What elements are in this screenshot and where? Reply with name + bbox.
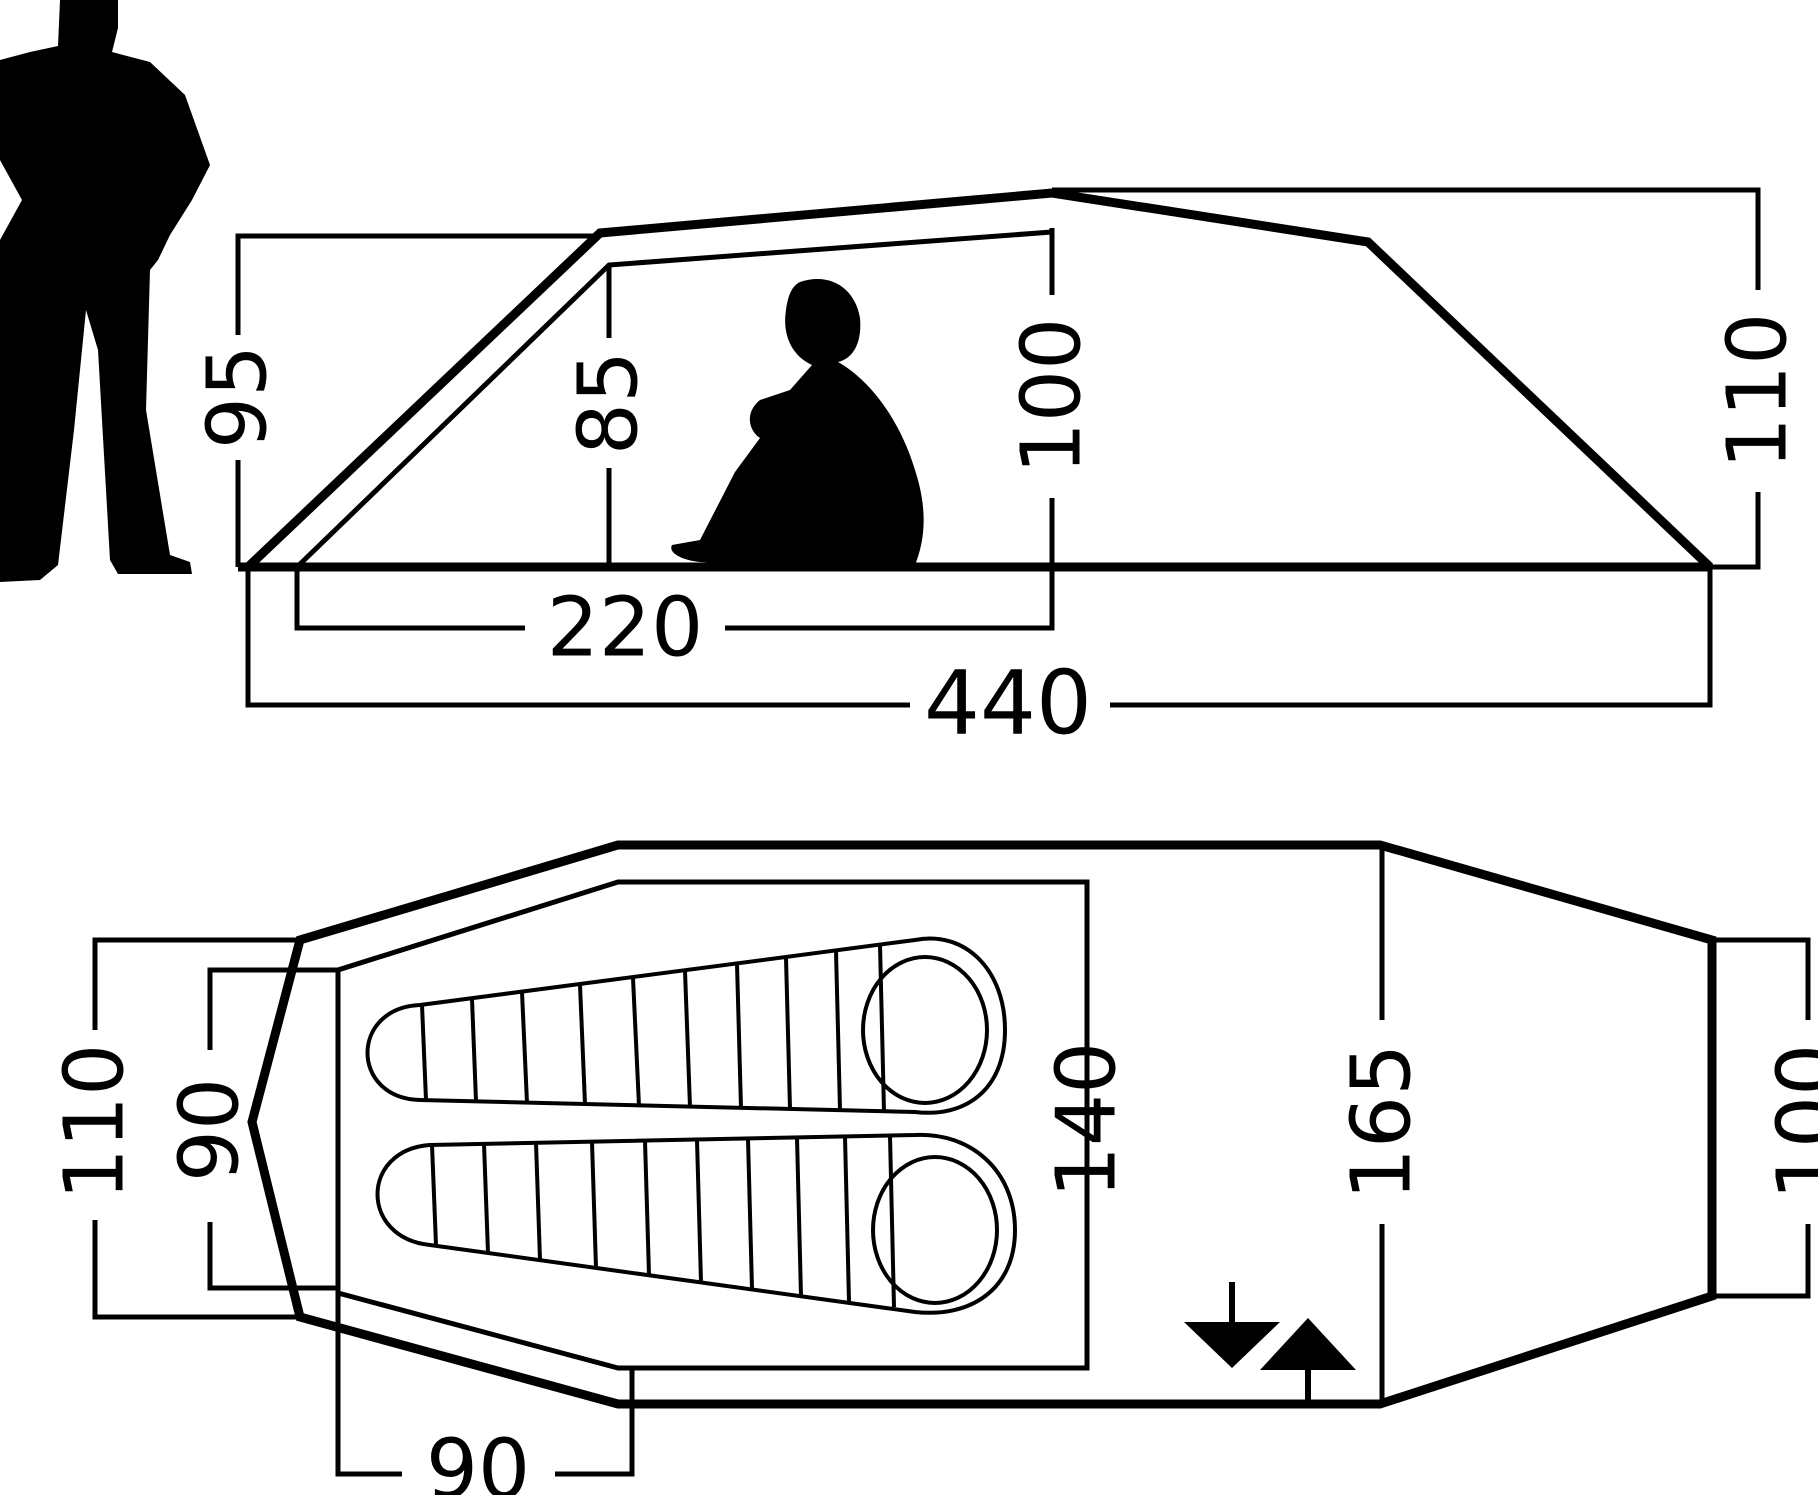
tent-up-icon: [1260, 1318, 1356, 1404]
outer-fly-outline: [247, 840, 1717, 1409]
floor-plan: 110 90 140 165 100 9: [48, 840, 1818, 1495]
sitting-person-icon: [671, 279, 924, 565]
dimension-label: 220: [547, 581, 704, 676]
dimension-depth-front: 90: [335, 1293, 635, 1495]
dimension-width-front-outer: 110: [48, 937, 300, 1320]
standing-person-icon: [0, 0, 210, 582]
dimension-width-max: 165: [1335, 845, 1430, 1404]
dimension-length-total: 440: [245, 567, 1713, 755]
dimension-label: 140: [1040, 1042, 1135, 1199]
sleeping-bag: [375, 1132, 1018, 1315]
dimension-label: 110: [48, 1044, 143, 1201]
dimension-label: 110: [1711, 313, 1806, 470]
arrow-down-icon: [1184, 1282, 1280, 1368]
dimension-label: 90: [426, 1423, 530, 1495]
inner-tent-outline: [295, 229, 1053, 569]
dimension-width-inner: 140: [1040, 882, 1135, 1368]
dimension-label: 90: [163, 1078, 258, 1182]
dimension-width-front-inner: 90: [163, 967, 338, 1291]
dimension-height-front-inner: 85: [562, 265, 657, 567]
dimension-label: 95: [191, 345, 286, 449]
dimension-height-front-outer: 95: [191, 233, 600, 567]
dimension-length-inner: 220: [294, 567, 1055, 676]
dimension-height-peak-inner: 100: [1005, 228, 1100, 628]
dimension-label: 100: [1761, 1044, 1818, 1201]
dimension-label: 100: [1005, 318, 1100, 475]
outer-tent-outline: [244, 188, 1714, 571]
dimension-label: 165: [1335, 1044, 1430, 1201]
dimension-height-rear-outer: 110: [1052, 187, 1806, 570]
sleeping-bag: [365, 936, 1008, 1115]
dimension-label: 440: [924, 652, 1092, 755]
dimension-width-rear: 100: [1712, 937, 1818, 1299]
side-view: 95 85 100 110 220 44: [0, 0, 1806, 755]
dimension-label: 85: [562, 351, 657, 455]
